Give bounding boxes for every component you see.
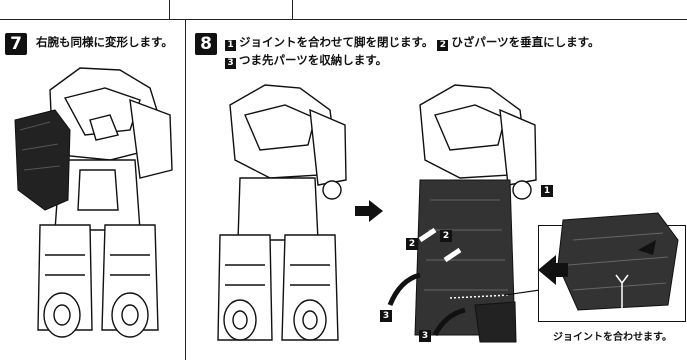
arrow-right-icon: [355, 200, 383, 222]
top-cell-divider: [292, 0, 293, 19]
callout-3-a: 3: [380, 310, 392, 322]
step-8-robot-before-illustration: [217, 84, 347, 341]
step-7-badge: 7: [5, 33, 27, 55]
step-8-badge: 8: [195, 33, 217, 55]
step-7-instruction: 右腕も同様に変形します。: [36, 35, 173, 49]
callout-2-b: 2: [440, 230, 452, 242]
inline-badge-2: 2: [437, 39, 449, 51]
callout-3-b: 3: [419, 330, 431, 342]
inline-badge-1: 1: [225, 39, 236, 51]
detail-caption: ジョイントを合わせます。: [553, 332, 672, 343]
step-divider: [185, 20, 186, 360]
callout-2-a: 2: [406, 238, 418, 250]
step-8-robot-after-illustration: [387, 84, 541, 343]
callout-1: 1: [541, 185, 553, 197]
inline-badge-3: 3: [225, 57, 236, 69]
step-8-text-1: ジョイントを合わせて脚を閉じます。: [239, 35, 434, 49]
top-cell-divider: [169, 0, 170, 19]
step-8-text-2: ひざパーツを垂直にします。: [451, 35, 600, 49]
detail-joint-illustration: [538, 212, 679, 313]
top-border: [0, 19, 687, 20]
step-7-robot-illustration: [14, 67, 173, 338]
step-8-text-3: つま先パーツを収納します。: [239, 53, 388, 67]
